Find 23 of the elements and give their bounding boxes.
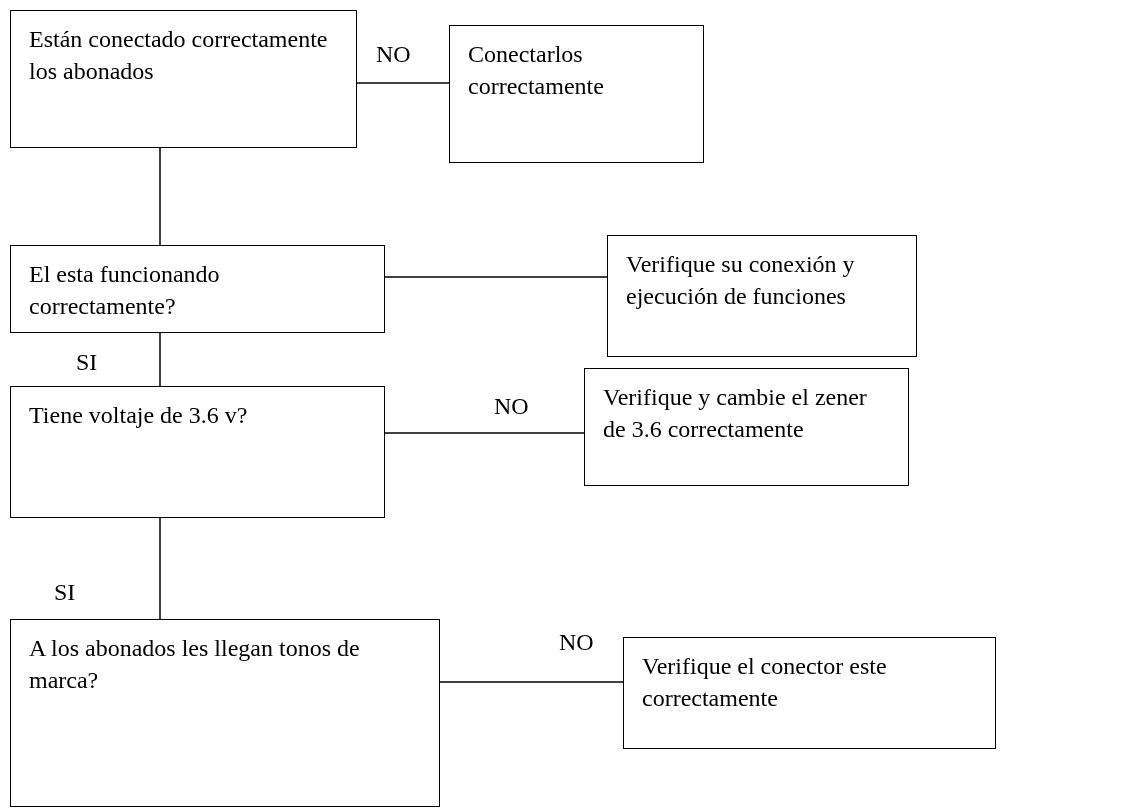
process-box — [10, 619, 440, 807]
connector-line — [159, 517, 161, 620]
connector-line — [159, 147, 161, 246]
connector-line — [439, 681, 624, 683]
connector-line — [356, 82, 450, 84]
box-text: A los abonados les llegan tonos de marca? — [29, 634, 361, 696]
process-box — [10, 10, 357, 148]
box-text: Verifique el conector este correctamente — [642, 652, 888, 714]
connector-line — [384, 276, 608, 278]
process-box — [607, 235, 917, 357]
box-text: Están conectado correctamente los abonados — [29, 25, 329, 87]
box-text: Verifique su conexión y ejecución de funciones — [626, 250, 856, 312]
connector-line — [384, 432, 585, 434]
box-text: Verifique y cambie el zener de 3.6 correctamente — [603, 383, 868, 445]
box-text: Tiene voltaje de 3.6 v? — [29, 401, 249, 430]
connector-line — [159, 332, 161, 387]
process-box — [623, 637, 996, 749]
process-box — [584, 368, 909, 486]
box-text: El esta funcionando correctamente? — [29, 260, 221, 322]
box-text: Conectarlos correctamente — [468, 40, 605, 102]
process-box — [10, 245, 385, 333]
process-box — [10, 386, 385, 518]
process-box — [449, 25, 704, 163]
